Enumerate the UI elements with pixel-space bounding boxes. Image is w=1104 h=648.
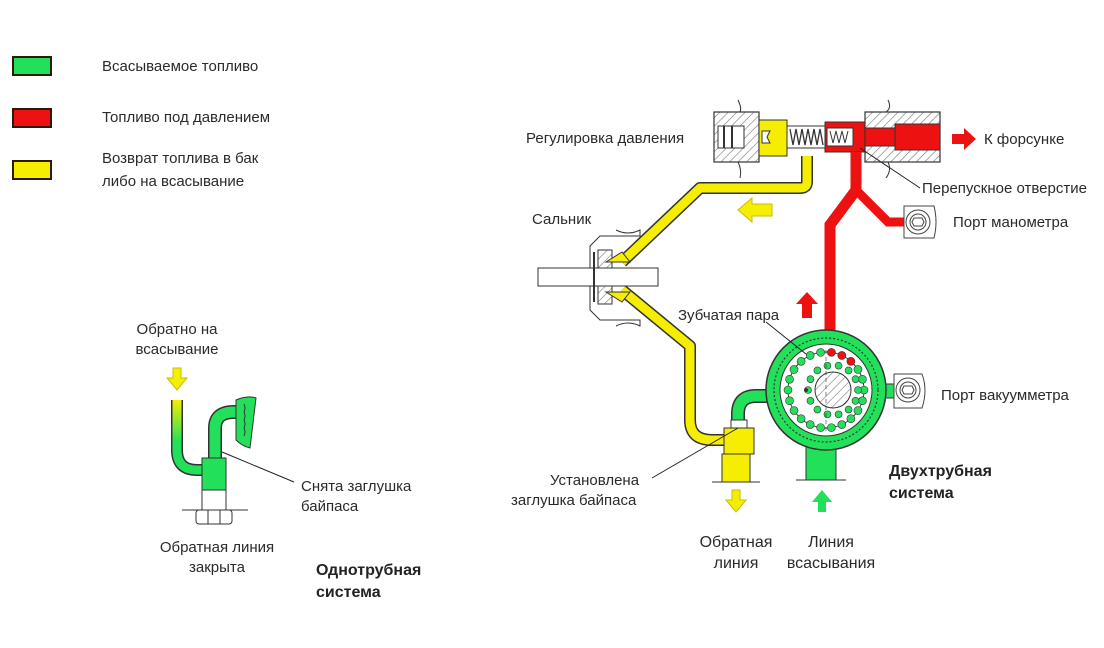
label-return-closed-line1: Обратная линия [159,539,275,556]
gear-tooth [844,405,853,414]
label-bypass-removed-line1: Снята заглушка [301,478,412,495]
label-to-nozzle: К форсунке [984,131,1065,148]
return-pipe-upper [618,156,812,266]
gear-tooth [806,397,815,405]
label-suction-line-line2: всасывания [786,555,876,572]
label-pressure-adjust: Регулировка давления [526,130,685,147]
leader-bypass-hole [859,147,921,189]
gear-tooth [853,365,863,374]
gear-tooth [806,375,815,383]
label-bypass-plug-installed-line2: заглушка байпаса [511,492,637,509]
gear-tooth [834,410,843,419]
legend-label-suction: Всасываемое топливо [102,58,259,75]
label-return-line-line1: Обратная [699,534,773,551]
label-bypass-plug-installed-line1: Установлена [550,472,640,489]
shaft-seal [537,229,659,327]
gear-tooth [827,423,836,432]
gear-tooth [858,396,867,406]
gear-tooth [783,385,793,395]
label-return-line-line2: линия [713,555,759,572]
pressure-pipe-gauge [852,186,906,227]
back-to-suction-arrow-icon [165,367,189,391]
label-vacuum-port: Порт вакуумметра [941,387,1069,404]
gear-tooth [834,361,843,370]
gear-tooth [858,374,867,384]
one-pipe-title-line1: Однотрубная [316,562,422,579]
label-shaft-seal: Сальник [532,211,592,228]
suction-line-arrow-icon [812,490,832,512]
gear-tooth [846,356,856,366]
return-line-arrow-icon [724,489,748,513]
one-pipe-title-line2: система [316,584,381,601]
gear-tooth [837,351,847,360]
legend-label-pressure: Топливо под давлением [102,109,271,126]
gear-tooth [854,386,862,394]
bypass-plug-installed [712,419,846,483]
to-nozzle-arrow-icon [952,128,976,150]
label-suction-line-line1: Линия [808,534,854,551]
gear-tooth [785,374,794,384]
gear-tooth [796,356,806,366]
pressure-flow-arrow-icon [796,292,818,318]
label-gauge-port: Порт манометра [953,214,1069,231]
gear-tooth [805,351,815,360]
vacuum-port-fitting [893,373,926,409]
gear-pump-housing [731,329,895,481]
two-pipe-title-line1: Двухтрубная [889,463,992,480]
legend-label-return-line1: Возврат топлива в бак [102,150,259,167]
pressure-regulator [713,99,941,179]
gear-tooth [846,414,856,424]
gear-tooth [851,397,860,405]
label-return-closed-line2: закрыта [189,559,245,576]
gear-tooth [837,420,847,429]
gauge-port-fitting [903,205,937,239]
label-bypass-hole: Перепускное отверстие [922,180,1087,197]
one-pipe-fitting [171,396,257,525]
gear-tooth [789,365,799,374]
gear-tooth [823,410,832,419]
legend-swatch-pressure [12,108,52,128]
label-back-to-suction-line2: всасывание [135,341,219,358]
return-flow-arrow-icon [737,196,773,224]
leader-bypass-removed [221,451,295,483]
gear-tooth [823,361,832,370]
label-bypass-removed-line2: байпаса [301,498,359,515]
leader-bypass-plug [651,427,739,479]
gear-tooth [813,366,822,375]
gear-tooth [805,420,815,429]
legend-swatch-suction [12,56,52,76]
gear-tooth [785,396,794,406]
pressure-pipe [824,152,862,330]
gear-tooth [796,414,806,424]
gear-tooth [816,348,825,357]
gear-tooth [851,375,860,383]
gear-tooth [844,366,853,375]
label-back-to-suction-line1: Обратно на [136,321,218,338]
leader-gear-set [765,321,807,355]
legend-swatch-return [12,160,52,180]
label-gear-set: Зубчатая пара [678,307,780,324]
legend-label-return-line2: либо на всасывание [102,173,245,190]
gear-tooth [816,423,825,432]
gear-tooth [853,406,863,415]
gear-tooth [813,405,822,414]
two-pipe-title-line2: система [889,485,954,502]
gear-tooth [789,406,799,415]
gear-tooth [827,348,836,357]
return-pipe-lower [619,286,730,445]
